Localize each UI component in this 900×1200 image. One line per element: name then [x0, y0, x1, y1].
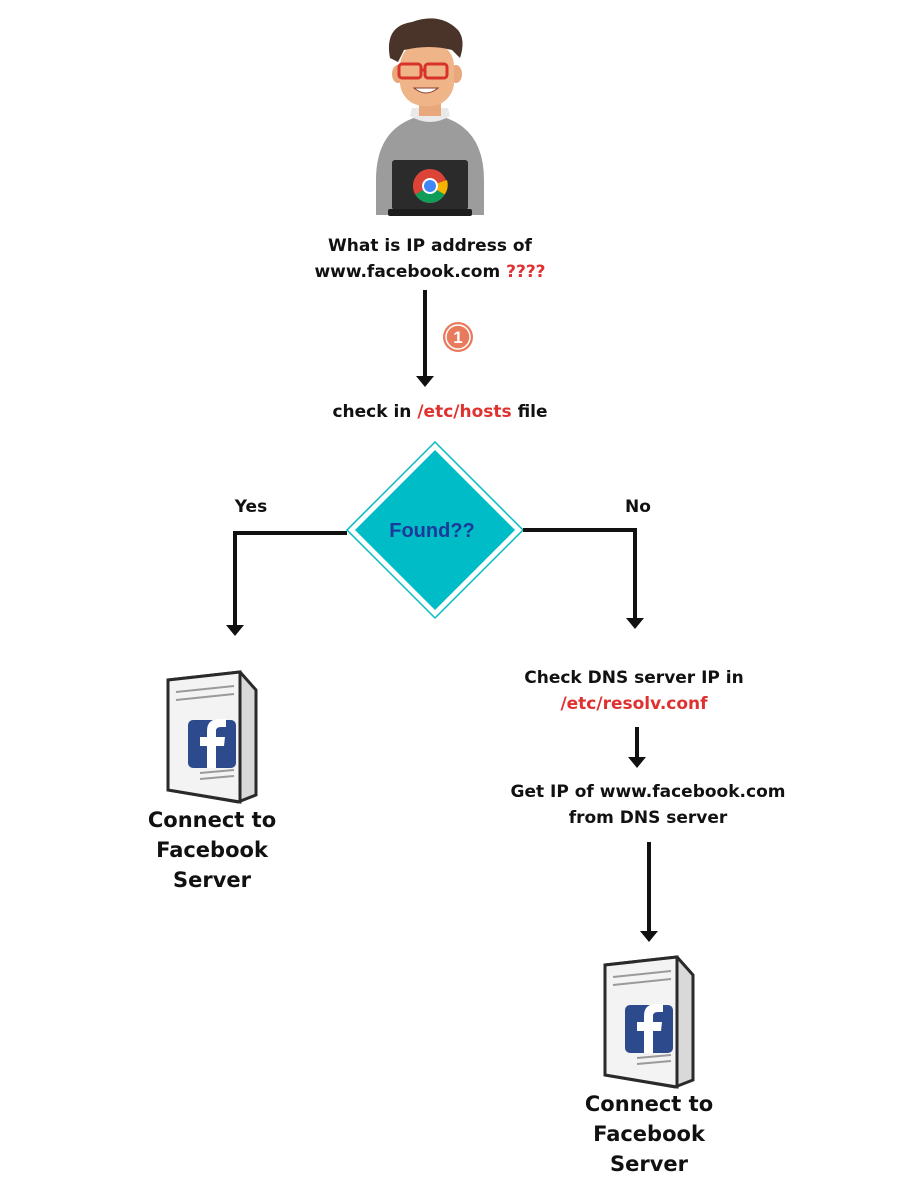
step-badge-number: 1	[453, 328, 462, 347]
yes-label: Yes	[234, 497, 268, 517]
dns-check-label: Check DNS server IP in /etc/resolv.conf	[484, 665, 784, 717]
check-hosts-prefix: check in	[332, 402, 412, 422]
dns-check-line1: Check DNS server IP in	[524, 668, 744, 688]
arrow-yes-branch	[233, 531, 347, 625]
question-line1: What is IP address of	[328, 236, 532, 256]
right-caption-line2: Facebook	[593, 1122, 705, 1146]
check-hosts-suffix: file	[517, 402, 548, 422]
arrow-no-branch	[523, 528, 637, 618]
arrowhead-yes	[226, 625, 244, 636]
step-badge: 1	[443, 322, 473, 352]
dns-get-label: Get IP of www.facebook.com from DNS serv…	[468, 779, 828, 831]
facebook-icon	[625, 1004, 673, 1053]
arrowhead-hosts	[416, 376, 434, 387]
right-caption-line1: Connect to	[584, 1092, 714, 1116]
decision-text: Found??	[389, 520, 475, 542]
question-domain: www.facebook.com	[314, 262, 501, 282]
arrowhead-no	[626, 618, 644, 629]
question-label: What is IP address of www.facebook.com ?…	[280, 233, 580, 285]
right-caption-line3: Server	[609, 1152, 688, 1176]
resolv-conf-path: /etc/resolv.conf	[560, 694, 708, 714]
left-caption-line2: Facebook	[156, 838, 268, 862]
dns-get-line1: Get IP of www.facebook.com	[510, 782, 786, 802]
dns-get-line2: from DNS server	[568, 808, 728, 828]
hosts-path: /etc/hosts	[417, 402, 512, 422]
left-caption-line3: Server	[172, 868, 251, 892]
question-line2: www.facebook.com ????	[280, 259, 580, 285]
check-hosts-label: check in /etc/hosts file	[270, 399, 610, 425]
facebook-icon	[188, 719, 236, 768]
decision-diamond: Found??	[345, 440, 525, 620]
right-server-caption: Connect to Facebook Server	[549, 1089, 749, 1179]
question-marks: ????	[506, 262, 546, 282]
left-server-caption: Connect to Facebook Server	[112, 805, 312, 895]
arrowhead-right-server	[640, 931, 658, 942]
no-label: No	[625, 497, 651, 517]
left-caption-line1: Connect to	[147, 808, 277, 832]
chrome-icon	[413, 169, 448, 203]
arrowhead-dns-get	[628, 757, 646, 768]
